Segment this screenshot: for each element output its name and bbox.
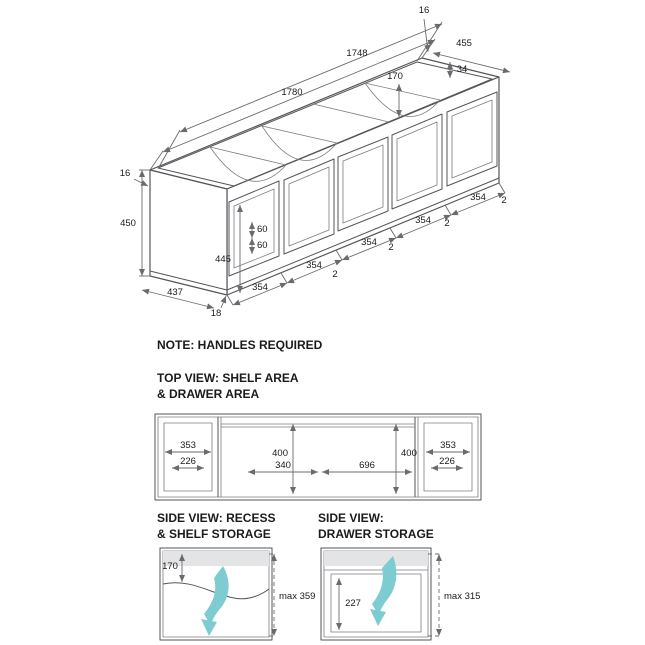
side-view-recess-title-line1: SIDE VIEW: RECESS bbox=[157, 511, 276, 525]
dim-door-width-1: 354 bbox=[252, 282, 268, 293]
dim-internal-length: 1748 bbox=[346, 48, 367, 59]
benchtop-shading bbox=[163, 551, 269, 566]
dim-drawer-height: 227 bbox=[345, 598, 361, 609]
drawer-box bbox=[330, 573, 422, 633]
dim-overall-height: 450 bbox=[120, 218, 136, 229]
dim-door-width-5: 354 bbox=[470, 192, 486, 203]
access-arrow-recess bbox=[201, 566, 229, 636]
dim-recess-lip: 34 bbox=[457, 64, 468, 75]
dim-recess-opening-height: 170 bbox=[387, 71, 403, 82]
dim-door-gap-4: 2 bbox=[501, 195, 506, 206]
drawer-dimensions: 227 max 315 bbox=[336, 553, 480, 637]
side-view-recess-title-line2: & SHELF STORAGE bbox=[157, 527, 271, 541]
right-shelf-area bbox=[423, 422, 473, 492]
dim-door-gap-3: 2 bbox=[444, 218, 449, 229]
benchtop-shading-drawer bbox=[324, 551, 428, 566]
recess-curve bbox=[162, 582, 270, 600]
dim-side-panel-thickness: 16 bbox=[120, 168, 131, 179]
recess-outline bbox=[159, 547, 273, 641]
drawer-outline bbox=[320, 547, 432, 641]
dim-left-bay-width: 340 bbox=[275, 460, 291, 471]
side-view-recess-title: SIDE VIEW: RECESS & SHELF STORAGE bbox=[157, 510, 275, 542]
dim-drawer-depth-right: 400 bbox=[401, 448, 417, 459]
dim-right-shelf-depth: 226 bbox=[439, 456, 455, 467]
top-view-dimension-lines bbox=[165, 424, 470, 494]
access-arrow-drawer bbox=[370, 556, 397, 626]
side-view-drawer-title: SIDE VIEW: DRAWER STORAGE bbox=[318, 510, 434, 542]
dim-overall-depth: 455 bbox=[456, 38, 472, 49]
dim-left-shelf-depth: 226 bbox=[180, 456, 196, 467]
top-view-outline bbox=[154, 413, 482, 501]
top-view-title: TOP VIEW: SHELF AREA & DRAWER AREA bbox=[157, 370, 299, 402]
dim-door-width-2: 354 bbox=[306, 260, 322, 271]
iso-dimension-labels: 16 455 34 170 1748 1780 16 450 445 60 60… bbox=[120, 5, 507, 319]
dim-door-width-3: 354 bbox=[361, 237, 377, 248]
flow-arrow-head bbox=[201, 619, 217, 636]
side-view-drawer-title-line1: SIDE VIEW: bbox=[318, 511, 384, 525]
dim-internal-height: 445 bbox=[215, 254, 231, 265]
recess-dimensions: 170 max 359 bbox=[162, 553, 315, 637]
dim-left-shelf-width: 353 bbox=[180, 440, 196, 451]
dim-overall-length: 1780 bbox=[281, 87, 302, 98]
dim-door-gap-1: 2 bbox=[332, 269, 337, 280]
dim-recess-height: 170 bbox=[162, 561, 178, 572]
handles-note: NOTE: HANDLES REQUIRED bbox=[157, 338, 323, 352]
dim-end-depth: 437 bbox=[167, 287, 183, 298]
top-view-title-line1: TOP VIEW: SHELF AREA bbox=[157, 371, 299, 385]
side-view-drawer-title-line2: DRAWER STORAGE bbox=[318, 527, 434, 541]
dim-drawer-depth-left: 400 bbox=[272, 448, 288, 459]
top-view-title-line2: & DRAWER AREA bbox=[157, 387, 260, 401]
dim-center-width: 696 bbox=[359, 460, 375, 471]
isometric-view: 16 455 34 170 1748 1780 16 450 445 60 60… bbox=[120, 5, 511, 319]
dim-rail-bottom: 60 bbox=[257, 240, 268, 251]
dim-max-clearance-drawer: max 315 bbox=[444, 591, 480, 602]
iso-dimension-lines bbox=[133, 18, 511, 310]
dim-right-shelf-width: 353 bbox=[440, 440, 456, 451]
flow-arrow-body bbox=[204, 566, 229, 626]
dim-door-width-4: 354 bbox=[415, 215, 431, 226]
flow-arrow-body bbox=[372, 556, 397, 616]
dim-rail-top: 60 bbox=[257, 224, 268, 235]
side-view-recess-drawing: 170 max 359 bbox=[159, 547, 315, 641]
top-view-dimension-labels: 353 226 400 400 340 696 353 226 bbox=[180, 440, 456, 471]
dim-max-clearance-recess: max 359 bbox=[279, 591, 315, 602]
side-view-drawer-drawing: 227 max 315 bbox=[320, 547, 480, 641]
left-shelf-area bbox=[163, 422, 213, 492]
dim-kick-height: 18 bbox=[211, 308, 222, 319]
dim-top-panel-thickness: 16 bbox=[419, 5, 430, 16]
dim-door-gap-2: 2 bbox=[388, 242, 393, 253]
flow-arrow-head bbox=[370, 609, 386, 626]
top-view-drawing: 353 226 400 400 340 696 353 226 bbox=[154, 413, 482, 501]
